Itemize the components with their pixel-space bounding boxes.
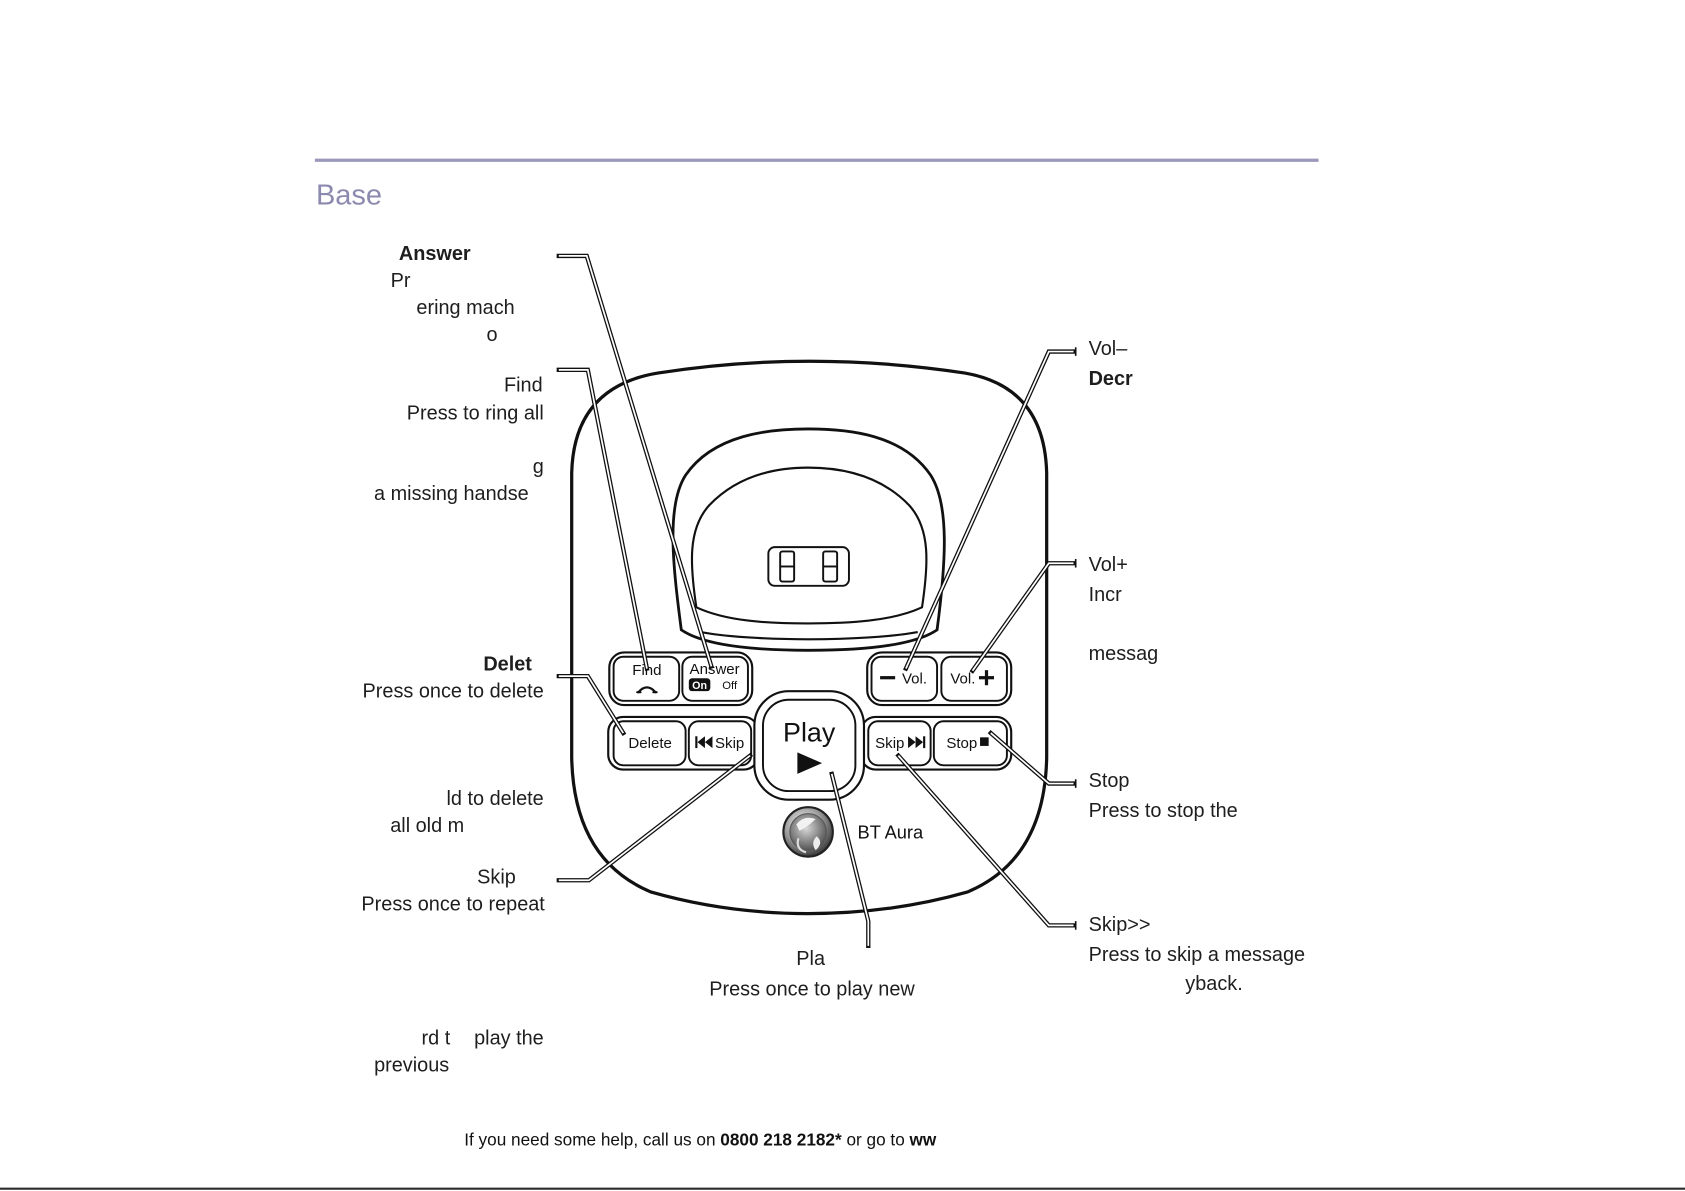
callout-skip-back-text: Press once to repeat (361, 893, 545, 915)
footer-help-text: If you need some help, call us on 0800 2… (464, 1130, 937, 1150)
answer-button: Answer On Off (681, 655, 749, 702)
callout-stop-title: Stop (1089, 770, 1130, 792)
callout-vol-up-title: Vol+ (1089, 554, 1128, 576)
skip-back-button: Skip (687, 720, 753, 767)
callout-find: Find Press to ring all g a missing hands… (374, 367, 650, 672)
callout-skip-forward-title: Skip>> (1089, 914, 1151, 936)
bt-globe-logo-icon (782, 806, 834, 858)
callout-vol-up-text: messag (1089, 643, 1159, 665)
plus-icon (978, 670, 995, 686)
callout-vol-up-text: Incr (1089, 584, 1123, 606)
section-title: Base (316, 179, 382, 211)
callout-find-text: a missing handse (374, 483, 529, 505)
skip-forward-button: Skip (867, 720, 932, 767)
callout-vol-up: Vol+ Incr messag (969, 554, 1159, 674)
skip-forward-icon (908, 736, 926, 749)
answer-off-label: Off (722, 680, 738, 692)
callout-vol-down-title: Vol– (1089, 338, 1129, 360)
footer-web-address: ww (909, 1130, 937, 1150)
delete-button-label: Delete (628, 735, 671, 752)
callout-delete-title: Delet (483, 654, 532, 676)
vol-down-label: Vol. (902, 671, 927, 688)
callout-delete-text: ld to delete (447, 788, 544, 810)
callout-skip-forward-text: Press to skip a message (1089, 944, 1306, 966)
callout-play-title: Pla (796, 948, 826, 970)
callout-answer-text: o (486, 324, 497, 346)
callout-skip-back: Skip Press once to repeat rd t play the … (361, 752, 754, 1077)
footer-help-middle: or go to (842, 1130, 910, 1150)
answer-on-indicator (688, 678, 711, 692)
callout-skip-forward: Skip>> Press to skip a message yback. (895, 752, 1306, 995)
callout-play-text: Press once to play new (709, 978, 915, 1000)
skip-back-icon (695, 736, 713, 749)
minus-icon (880, 676, 896, 680)
callout-skip-back-text: previous (374, 1055, 449, 1077)
skip-back-label: Skip (715, 735, 744, 752)
brand-label: BT Aura (858, 821, 924, 842)
vol-down-button: Vol. (870, 655, 939, 702)
callout-find-text: Press to ring all (407, 402, 544, 424)
callout-stop-text: Press to stop the (1089, 800, 1238, 822)
callout-play: Pla Press once to play new (709, 771, 915, 1000)
play-button-label: Play (783, 718, 836, 748)
callout-stop: Stop Press to stop the (987, 730, 1238, 822)
callout-skip-back-text: rd t (422, 1028, 451, 1050)
vol-up-button: Vol. (940, 655, 1008, 702)
callout-find-title: Find (504, 374, 543, 396)
base-unit-illustration: Find Answer On Off Vol. (570, 359, 1049, 916)
callout-answer: Answer Pr ering mach o (391, 243, 715, 670)
callout-find-text: g (533, 456, 544, 478)
delete-button: Delete (612, 720, 687, 767)
handset-cradle (671, 427, 946, 652)
footer-help-intro: If you need some help, call us on (464, 1130, 720, 1150)
callout-delete: Delet Press once to delete ld to delete … (363, 654, 627, 837)
phone-icon (636, 686, 658, 694)
callout-delete-text: all old m (390, 815, 464, 837)
playback-button-row: Delete Skip Skip (607, 690, 1013, 801)
footer-phone-number: 0800 218 2182* (720, 1130, 842, 1150)
charging-contacts-icon (767, 546, 850, 587)
stop-icon (980, 737, 989, 746)
callout-skip-back-text: play the (474, 1028, 544, 1050)
callout-skip-back-title: Skip (477, 866, 516, 888)
stop-button: Stop (932, 720, 1008, 767)
stop-button-label: Stop (946, 735, 977, 752)
callout-answer-text: Pr (391, 270, 411, 292)
answer-button-label: Answer (690, 661, 740, 678)
play-button: Play (753, 690, 866, 801)
find-answer-button-group: Find Answer On Off (608, 651, 754, 707)
volume-button-group: Vol. Vol. (866, 651, 1013, 707)
skip-forward-label: Skip (875, 735, 904, 752)
callout-skip-forward-text: yback. (1185, 973, 1242, 995)
answer-on-label: On (692, 680, 707, 692)
callout-answer-title: Answer (399, 243, 471, 265)
vol-up-label: Vol. (950, 671, 975, 688)
callout-vol-down-text: Decr (1089, 368, 1133, 390)
callout-vol-down: Vol– Decr (903, 338, 1133, 672)
callout-delete-text: Press once to delete (363, 681, 544, 703)
callout-answer-text: ering mach (416, 297, 514, 319)
play-icon (797, 752, 823, 774)
